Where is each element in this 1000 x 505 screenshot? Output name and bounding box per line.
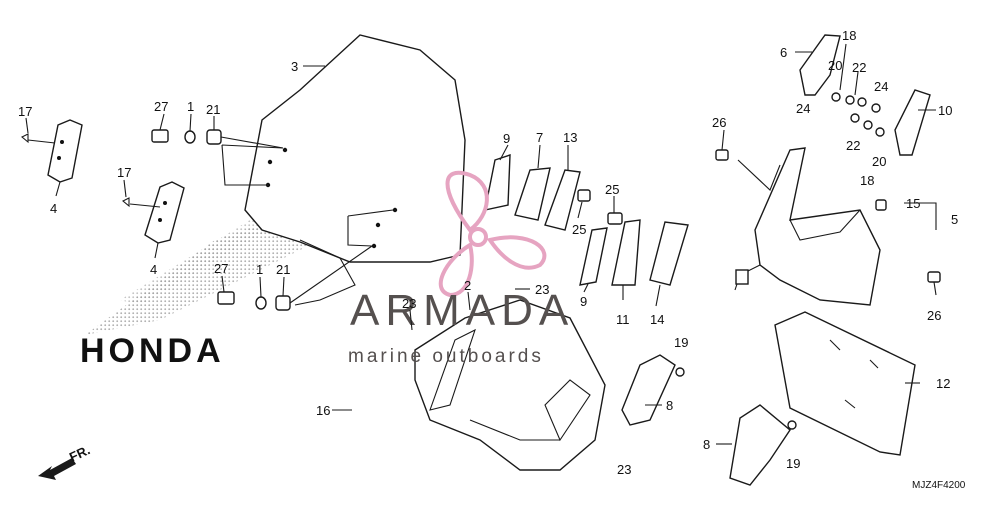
callout-24: 24 (796, 101, 810, 116)
callout-7: 7 (536, 130, 543, 145)
callout-17: 17 (117, 165, 131, 180)
bracket-4-lower (122, 181, 185, 244)
inner-cowl (414, 299, 606, 471)
callout-5: 5 (951, 212, 958, 227)
frame-assembly (715, 147, 941, 306)
upper-right-stays (799, 34, 931, 156)
front-direction-indicator: FR. (38, 442, 92, 480)
callout-2: 2 (464, 278, 471, 293)
propeller-blade-2 (486, 235, 547, 270)
callout-22: 22 (846, 138, 860, 153)
honda-brand-text: HONDA (80, 332, 225, 370)
watermark-title: ARMADA (350, 286, 574, 335)
callout-27: 27 (154, 99, 168, 114)
callout-19: 19 (674, 335, 688, 350)
leader-lines (25, 43, 937, 445)
callout-23: 23 (402, 296, 416, 311)
callout-1: 1 (256, 262, 263, 277)
callout-26: 26 (712, 115, 726, 130)
propeller-hub (468, 227, 488, 247)
callout-22: 22 (852, 60, 866, 75)
callout-17: 17 (18, 104, 32, 119)
callout-23: 23 (535, 282, 549, 297)
callout-25: 25 (605, 182, 619, 197)
callout-21: 21 (206, 102, 220, 117)
callout-16: 16 (316, 403, 330, 418)
callout-9: 9 (503, 131, 510, 146)
propeller-blade-3 (438, 241, 474, 298)
windscreen (221, 34, 466, 306)
watermark-subtitle: marine outboards (348, 346, 544, 367)
callout-14: 14 (650, 312, 664, 327)
propeller-blade-1 (445, 170, 489, 233)
diagram-code: MJZ4F4200 (912, 480, 966, 491)
callout-12: 12 (936, 376, 950, 391)
callout-11: 11 (616, 312, 630, 327)
stay-brackets (484, 154, 689, 286)
callout-25: 25 (572, 222, 586, 237)
callout-20: 20 (872, 154, 886, 169)
lower-right-panel (621, 311, 916, 486)
callout-8: 8 (666, 398, 673, 413)
callout-13: 13 (563, 130, 577, 145)
armada-logo-icon (438, 170, 547, 298)
callout-24: 24 (874, 79, 888, 94)
callout-15: 15 (906, 196, 920, 211)
callout-labels: 3 17 4 27 1 21 17 4 27 1 21 2 23 23 23 1… (18, 28, 958, 477)
callout-21: 21 (276, 262, 290, 277)
callout-27: 27 (214, 261, 228, 276)
bracket-4-upper (21, 119, 83, 183)
callout-6: 6 (780, 45, 787, 60)
callout-10: 10 (938, 103, 952, 118)
callout-9: 9 (580, 294, 587, 309)
callout-19: 19 (786, 456, 800, 471)
callout-26: 26 (927, 308, 941, 323)
callout-8: 8 (703, 437, 710, 452)
front-arrow-icon (38, 458, 76, 480)
front-direction-label: FR. (67, 442, 92, 464)
callout-18: 18 (842, 28, 856, 43)
callout-4: 4 (150, 262, 157, 277)
callout-1: 1 (187, 99, 194, 114)
fastener-stack-lower (217, 245, 373, 311)
callout-20: 20 (828, 58, 842, 73)
callout-23: 23 (617, 462, 631, 477)
callout-3: 3 (291, 59, 298, 74)
callout-18: 18 (860, 173, 874, 188)
callout-4: 4 (50, 201, 57, 216)
